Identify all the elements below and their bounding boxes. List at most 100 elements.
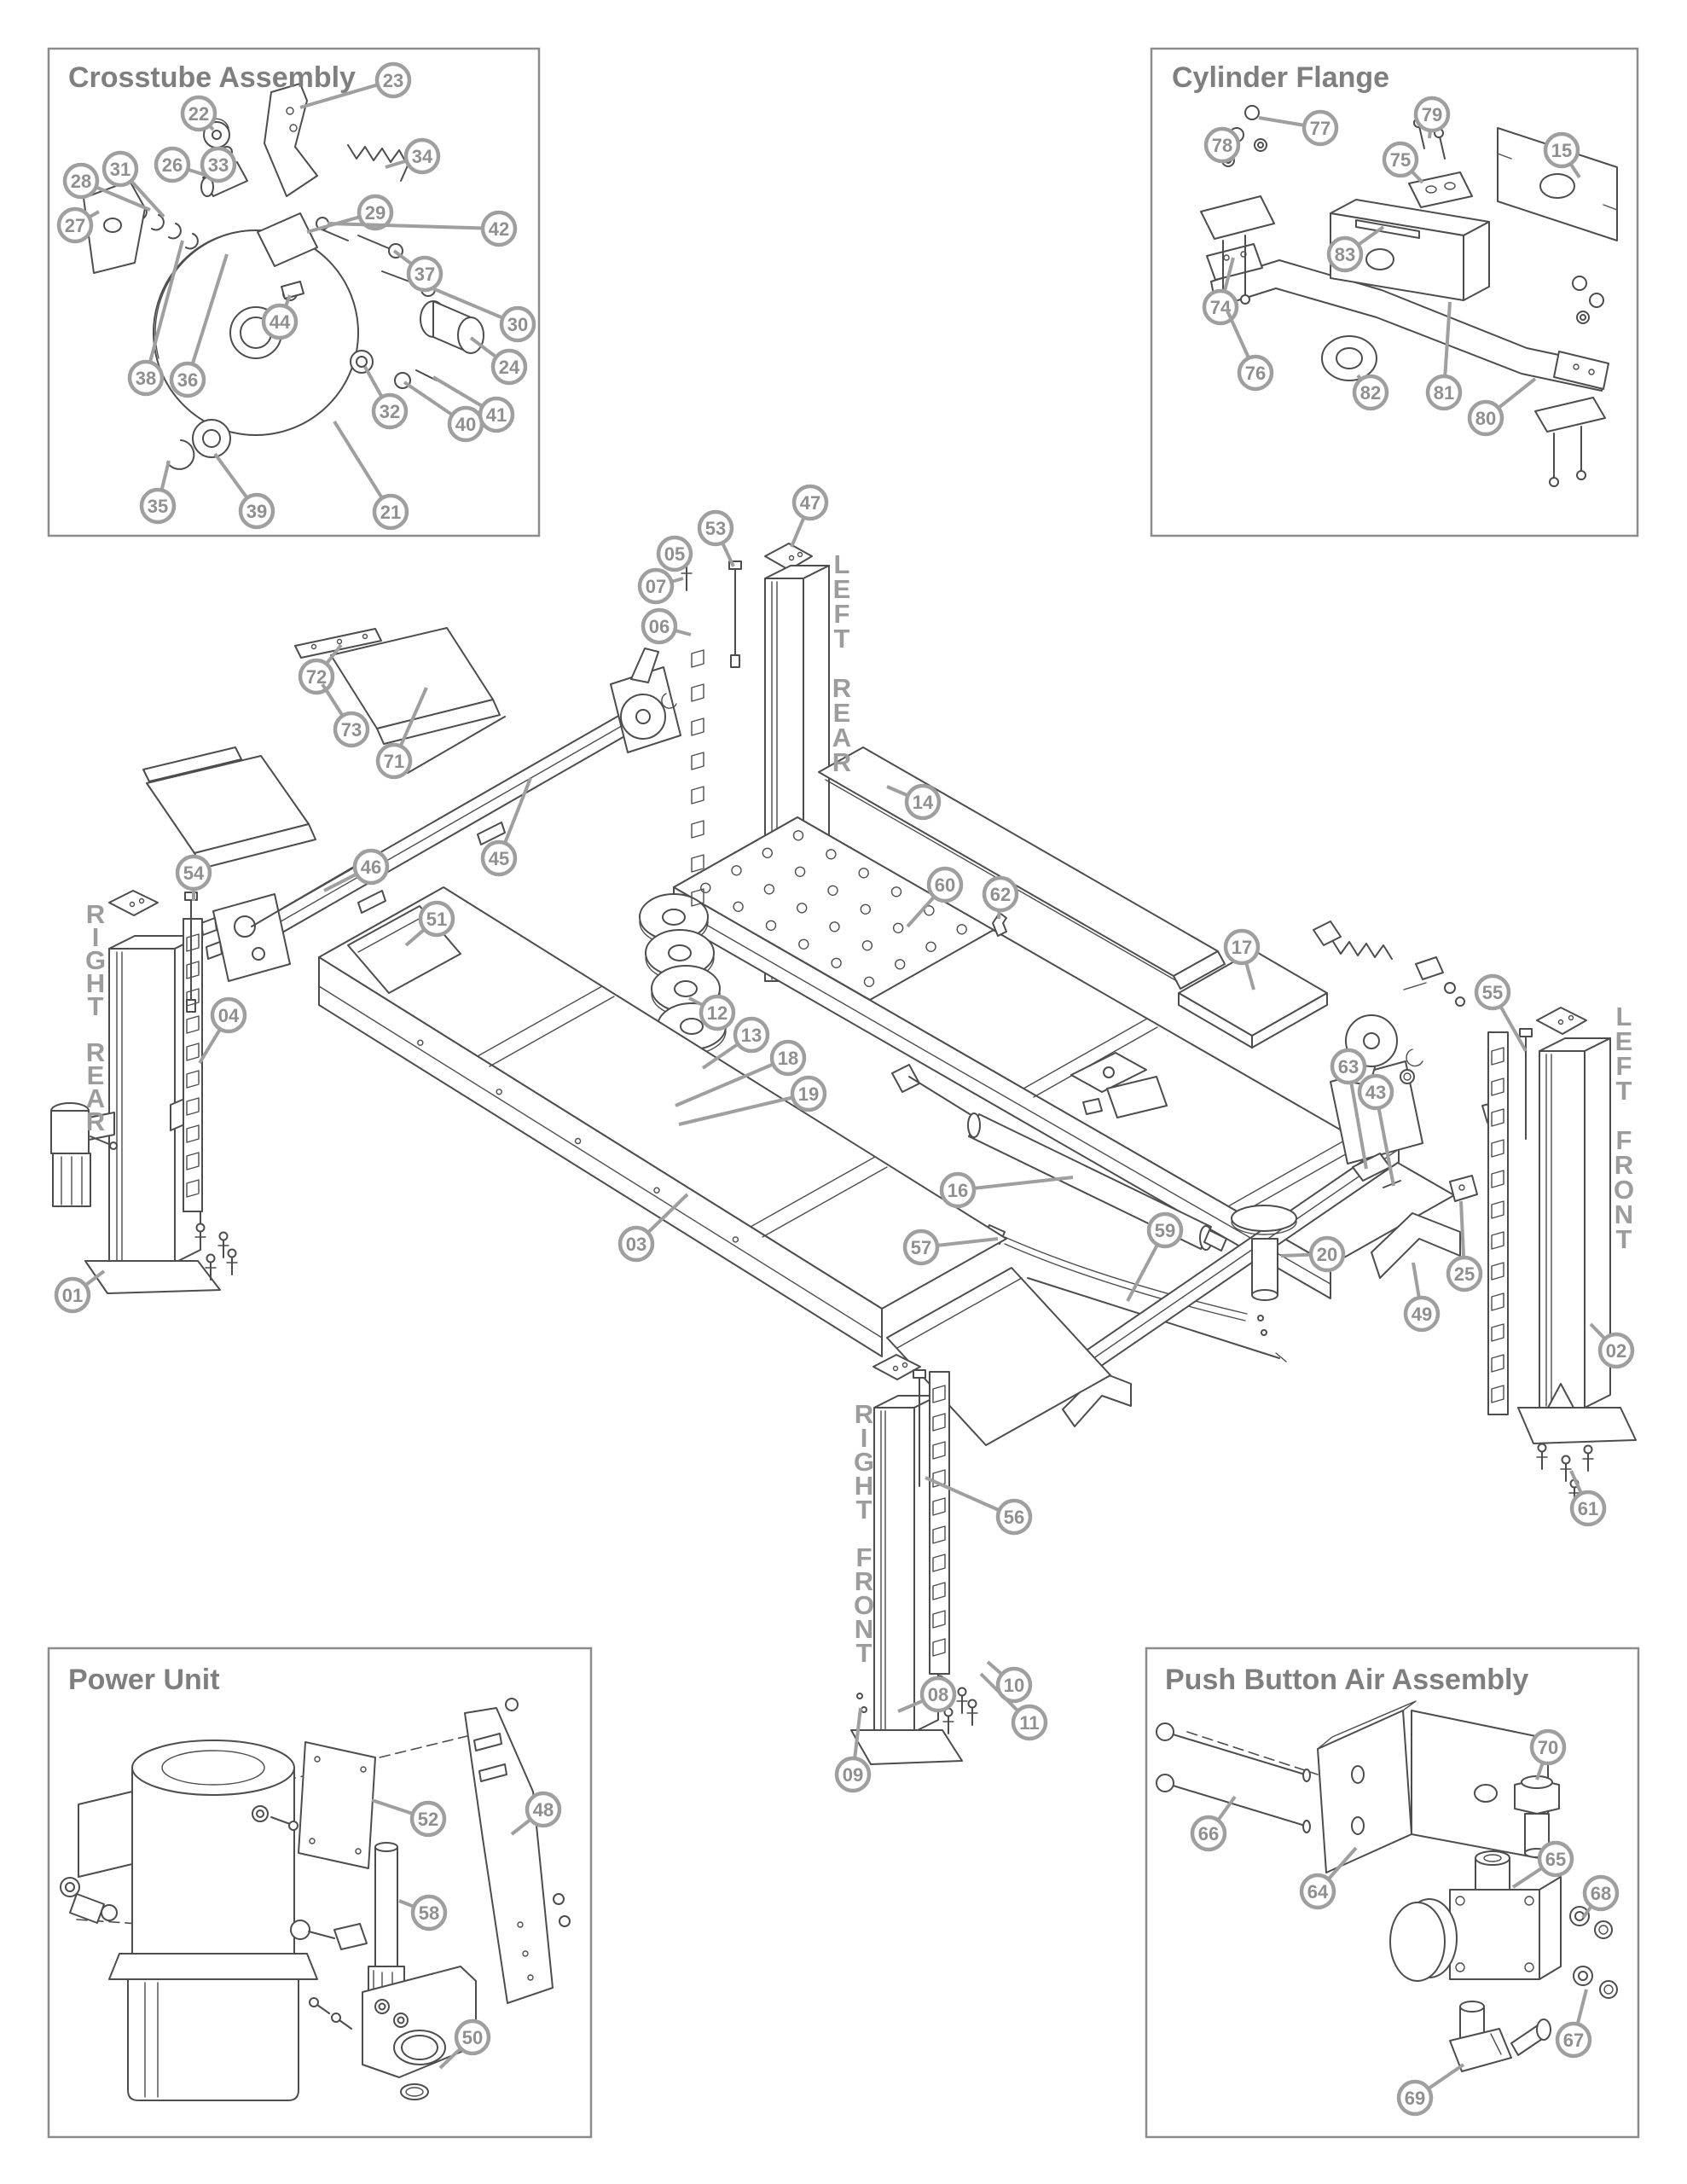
- post-label-letter: A: [86, 1083, 105, 1113]
- callout-10: 10: [986, 1660, 1033, 1704]
- post-label-letter: L: [834, 549, 850, 579]
- callout-number: 10: [1004, 1675, 1024, 1696]
- callout-number: 29: [365, 202, 386, 224]
- callout-number: 42: [489, 218, 509, 240]
- callout-circle: [1223, 928, 1261, 966]
- callout-circle: [790, 1075, 827, 1112]
- callout-circle: [54, 1276, 91, 1314]
- callout-circle: [1555, 2021, 1592, 2059]
- inset-cylinder-flange: Cylinder Flange: [1150, 47, 1639, 537]
- callout-circle: [1582, 1874, 1620, 1912]
- callout-circle: [791, 484, 829, 521]
- callout-circle: [1301, 109, 1339, 147]
- callout-60: 60: [906, 866, 964, 928]
- callout-circle: [480, 210, 518, 247]
- callout-circle: [982, 875, 1019, 913]
- callout-41: 41: [432, 375, 515, 433]
- callout-16: 16: [939, 1171, 1074, 1209]
- callout-number: 05: [664, 543, 685, 565]
- callout-number: 78: [1212, 135, 1232, 156]
- callout-29: 29: [306, 194, 394, 234]
- callout-number: 62: [990, 884, 1011, 905]
- post-label-letter: E: [1615, 1026, 1633, 1056]
- post-label-letter: G: [85, 945, 106, 975]
- post-label-letter: N: [855, 1614, 873, 1644]
- callout-71: 71: [375, 687, 428, 780]
- callout-55: 55: [1474, 973, 1528, 1052]
- callout-43: 43: [1357, 1073, 1395, 1187]
- callout-leader: [678, 1092, 809, 1126]
- callout-77: 77: [1258, 109, 1339, 147]
- callout-circle: [101, 150, 139, 188]
- callout-circle: [238, 492, 275, 530]
- callout-circle: [697, 509, 734, 547]
- callout-number: 79: [1422, 104, 1442, 125]
- callout-13: 13: [701, 1016, 770, 1070]
- post-label-letter: A: [832, 723, 851, 752]
- callout-number: 53: [705, 518, 726, 539]
- callout-33: 33: [200, 146, 237, 183]
- callout-25: 25: [1446, 1200, 1483, 1292]
- callout-53: 53: [697, 509, 735, 567]
- callout-number: 25: [1454, 1263, 1475, 1285]
- callout-circle: [454, 2018, 491, 2056]
- callout-81: 81: [1425, 301, 1463, 411]
- inset-title-power-unit: Power Unit: [68, 1664, 220, 1696]
- callout-49: 49: [1403, 1262, 1441, 1333]
- callout-number: 43: [1365, 1082, 1386, 1103]
- callout-circle: [1403, 1295, 1441, 1333]
- callout-number: 57: [911, 1237, 931, 1258]
- callout-number: 26: [162, 154, 183, 176]
- callout-number: 24: [499, 357, 520, 378]
- callout-circle: [1543, 131, 1580, 169]
- callout-46: 46: [323, 848, 390, 892]
- callout-circle: [995, 1666, 1033, 1704]
- callout-number: 31: [110, 159, 130, 180]
- callout-number: 37: [415, 264, 435, 285]
- callout-circle: [1203, 126, 1241, 164]
- callout-44: 44: [261, 294, 299, 340]
- callout-circle: [410, 1894, 448, 1931]
- inset-cylinder-flange-art: [1200, 105, 1618, 487]
- callout-number: 52: [418, 1809, 438, 1830]
- callout-number: 06: [649, 616, 670, 637]
- callout-36: 36: [169, 253, 229, 398]
- post-label-letter: H: [86, 968, 105, 998]
- post-label-letter: E: [833, 698, 851, 728]
- callout-40: 40: [403, 380, 484, 443]
- callout-number: 55: [1482, 982, 1503, 1003]
- callout-07: 07: [637, 567, 684, 605]
- callout-number: 15: [1551, 140, 1572, 161]
- callout-circle: [175, 854, 212, 892]
- callout-number: 13: [741, 1025, 762, 1046]
- callout-circle: [210, 996, 247, 1034]
- callout-circle: [1299, 1873, 1336, 1910]
- callout-number: 02: [1606, 1340, 1626, 1362]
- callout-circle: [834, 1756, 872, 1793]
- callout-circle: [374, 61, 412, 99]
- inset-box-crosstube: [47, 47, 541, 537]
- callout-63: 63: [1330, 1048, 1368, 1170]
- inset-title-push-button-air: Push Button Air Assembly: [1165, 1664, 1528, 1696]
- callout-number: 73: [341, 719, 362, 741]
- post-label-letter: F: [1616, 1051, 1632, 1081]
- callout-leader: [957, 1176, 1074, 1192]
- inset-push-button-art: [1156, 1700, 1618, 2072]
- callout-35: 35: [139, 460, 177, 525]
- callout-circle: [1308, 1235, 1346, 1273]
- callout-number: 18: [778, 1048, 798, 1069]
- callout-number: 36: [177, 369, 198, 391]
- callout-04: 04: [198, 996, 247, 1065]
- callout-05: 05: [656, 535, 693, 572]
- callout-number: 56: [1004, 1507, 1024, 1528]
- inset-box-push-button-air: [1145, 1647, 1640, 2139]
- callout-57: 57: [902, 1228, 999, 1266]
- callout-number: 09: [843, 1764, 863, 1786]
- callout-34: 34: [385, 137, 441, 175]
- callout-circle: [699, 994, 736, 1031]
- callout-number: 80: [1475, 408, 1496, 429]
- callout-number: 46: [361, 857, 381, 878]
- callout-circle: [169, 361, 206, 398]
